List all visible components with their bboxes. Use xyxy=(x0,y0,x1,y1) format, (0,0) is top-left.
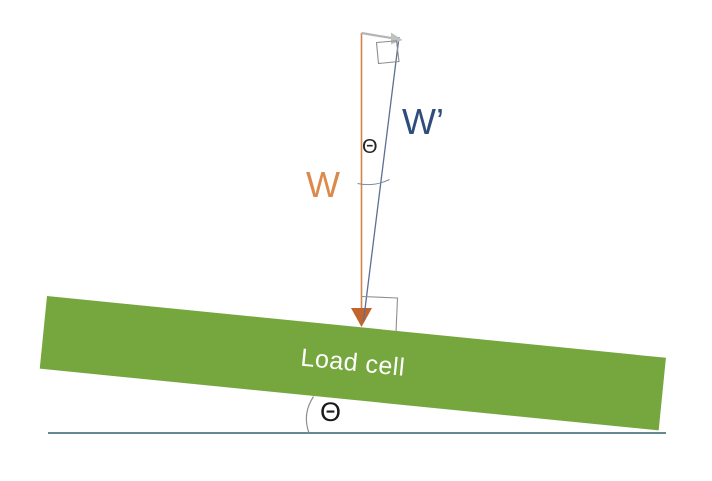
top-connector-line xyxy=(361,31,394,40)
theta-bottom-label: Θ xyxy=(320,397,342,427)
theta-top-label: Θ xyxy=(362,136,378,158)
right-arrowhead-icon xyxy=(391,32,403,45)
vector-angle-tick xyxy=(357,179,390,186)
down-arrowhead-icon xyxy=(351,308,372,327)
component-vector-line xyxy=(362,36,400,322)
load-cell-label: Load cell xyxy=(299,343,407,382)
component-w-prime-label: W’ xyxy=(402,101,444,142)
bottom-right-angle-marker xyxy=(361,295,399,333)
weight-w-label: W xyxy=(306,164,340,205)
top-right-angle-marker xyxy=(375,40,400,65)
incline-angle-arc xyxy=(305,396,315,434)
load-cell-surface: Load cell xyxy=(39,296,666,431)
